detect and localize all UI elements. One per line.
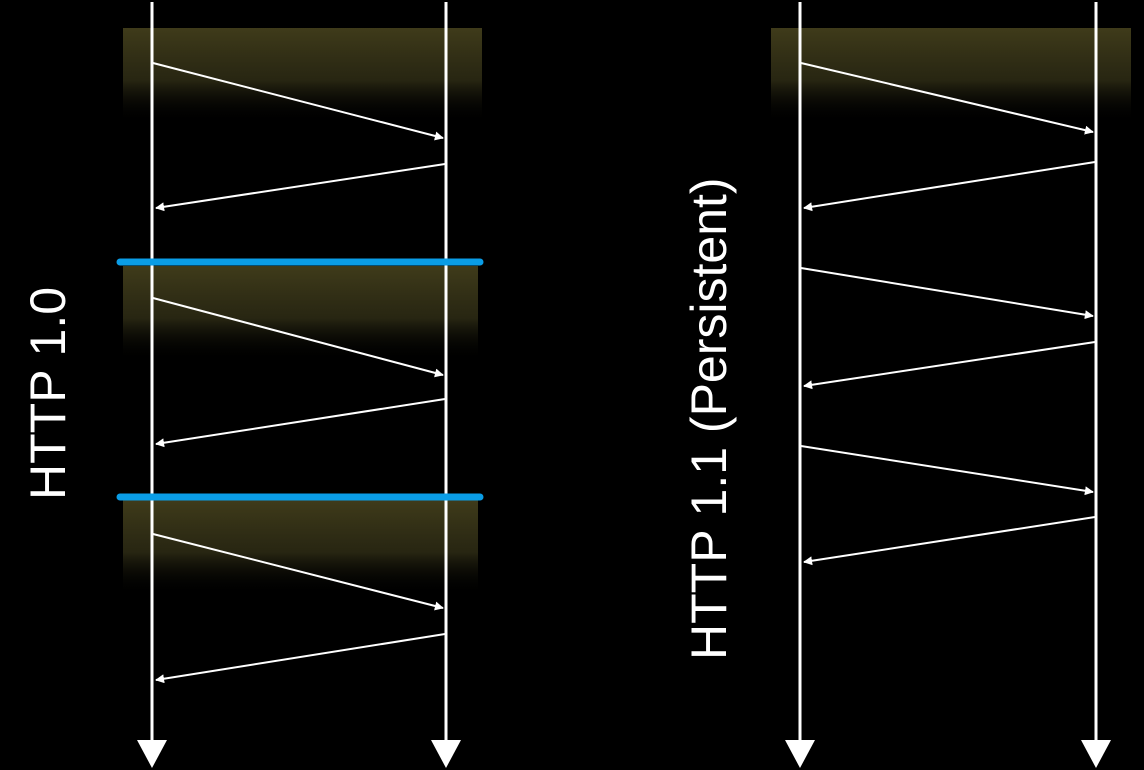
http10-panel: HTTP 1.0 [20, 2, 484, 768]
request-arrow-3 [152, 533, 444, 611]
persistent-request-arrow-2 [800, 267, 1094, 320]
connection-shade-1 [123, 28, 482, 123]
request-arrow-2 [152, 297, 444, 378]
client-timeline-arrow [137, 740, 167, 768]
response-arrow-2 [155, 398, 446, 448]
http11-label: HTTP 1.1 (Persistent) [681, 177, 737, 660]
http10-label: HTTP 1.0 [20, 287, 76, 500]
server-timeline-persistent-arrow [1081, 740, 1111, 768]
connection-shade-3 [123, 500, 478, 595]
request-arrow-1 [152, 62, 444, 141]
response-arrow-3 [155, 633, 446, 684]
persistent-request-arrow-3 [800, 445, 1094, 496]
server-timeline-arrow [431, 740, 461, 768]
client-timeline-persistent-arrow [785, 740, 815, 768]
connection-shade-2 [123, 266, 478, 361]
response-arrow-1 [155, 163, 446, 212]
persistent-response-arrow-3 [803, 516, 1096, 566]
persistent-connection-shade [771, 28, 1131, 123]
persistent-response-arrow-1 [803, 161, 1096, 212]
persistent-request-arrow-1 [800, 62, 1094, 135]
http11-panel: HTTP 1.1 (Persistent) [681, 2, 1131, 768]
persistent-response-arrow-2 [803, 341, 1096, 390]
